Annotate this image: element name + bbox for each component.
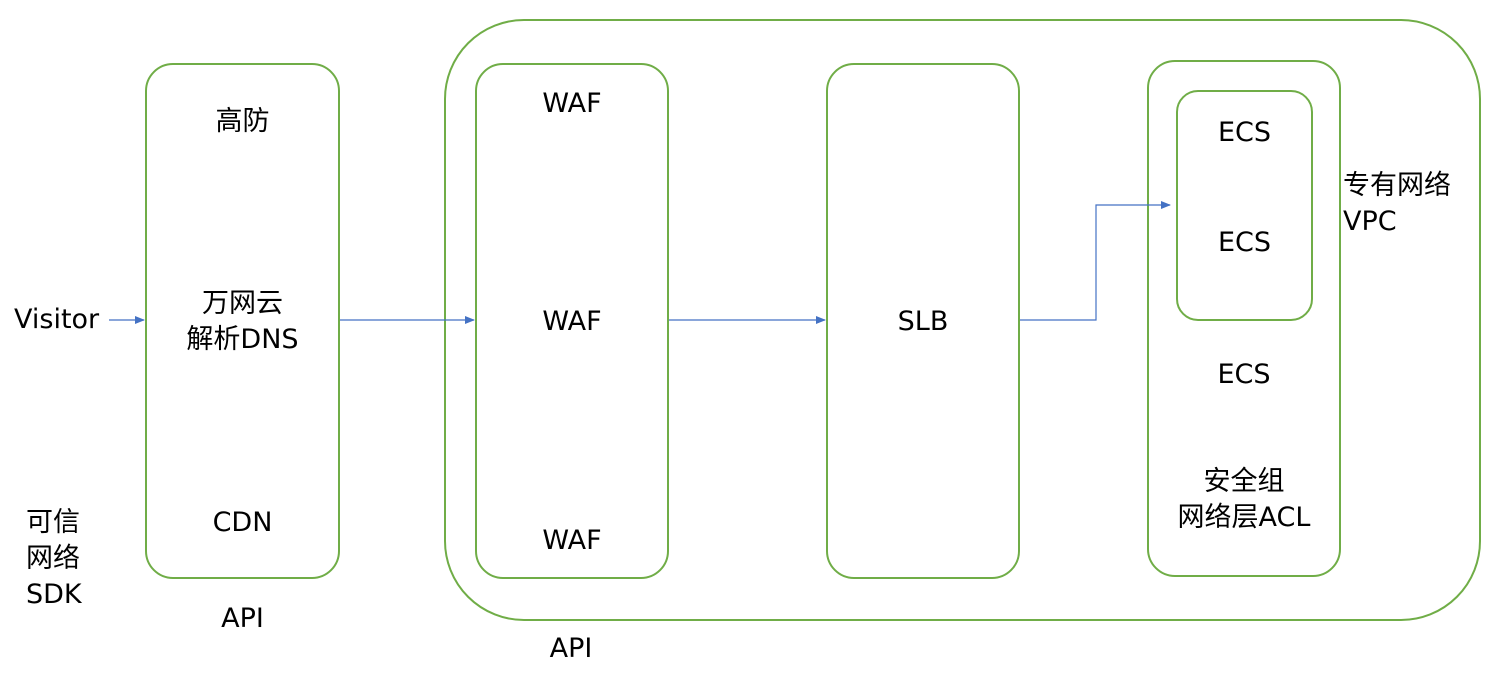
security-group-line-1: 安全组 xyxy=(1203,466,1285,497)
dns-label: 万网云 解析DNS xyxy=(145,286,340,358)
ecs-label-1: ECS xyxy=(1217,117,1272,148)
security-group-line-2: 网络层ACL xyxy=(1177,502,1311,533)
sdk-line-2: 网络 xyxy=(26,543,80,574)
sdk-line-1: 可信 xyxy=(26,507,80,538)
security-group-label: 安全组 网络层ACL xyxy=(1147,464,1341,536)
anti-ddos-label: 高防 xyxy=(215,106,270,137)
dns-line-2: 解析DNS xyxy=(186,324,299,355)
sdk-line-3: SDK xyxy=(26,579,82,610)
edge-services-box xyxy=(145,63,340,579)
vpc-line-2: VPC xyxy=(1343,206,1397,237)
ecs-group-box xyxy=(1176,90,1313,321)
vpc-label: 专有网络 VPC xyxy=(1343,168,1451,240)
dns-line-1: 万网云 xyxy=(202,288,283,319)
slb-label: SLB xyxy=(897,306,949,337)
visitor-label: Visitor xyxy=(14,304,100,335)
waf-label-top: WAF xyxy=(542,88,602,119)
ecs-label-2: ECS xyxy=(1217,227,1272,258)
api-label-left: API xyxy=(221,603,264,634)
ecs-label-3: ECS xyxy=(1217,359,1271,390)
slb-box xyxy=(826,63,1020,579)
arrow-slb-to-ecs xyxy=(1020,201,1171,321)
cdn-label: CDN xyxy=(212,507,273,538)
waf-box xyxy=(475,63,669,579)
waf-label-middle: WAF xyxy=(542,306,602,337)
trusted-network-sdk-label: 可信 网络 SDK xyxy=(26,505,82,613)
api-label-right: API xyxy=(549,633,593,664)
waf-label-bottom: WAF xyxy=(542,525,602,556)
security-group-box xyxy=(1147,60,1341,577)
vpc-line-1: 专有网络 xyxy=(1343,170,1451,201)
